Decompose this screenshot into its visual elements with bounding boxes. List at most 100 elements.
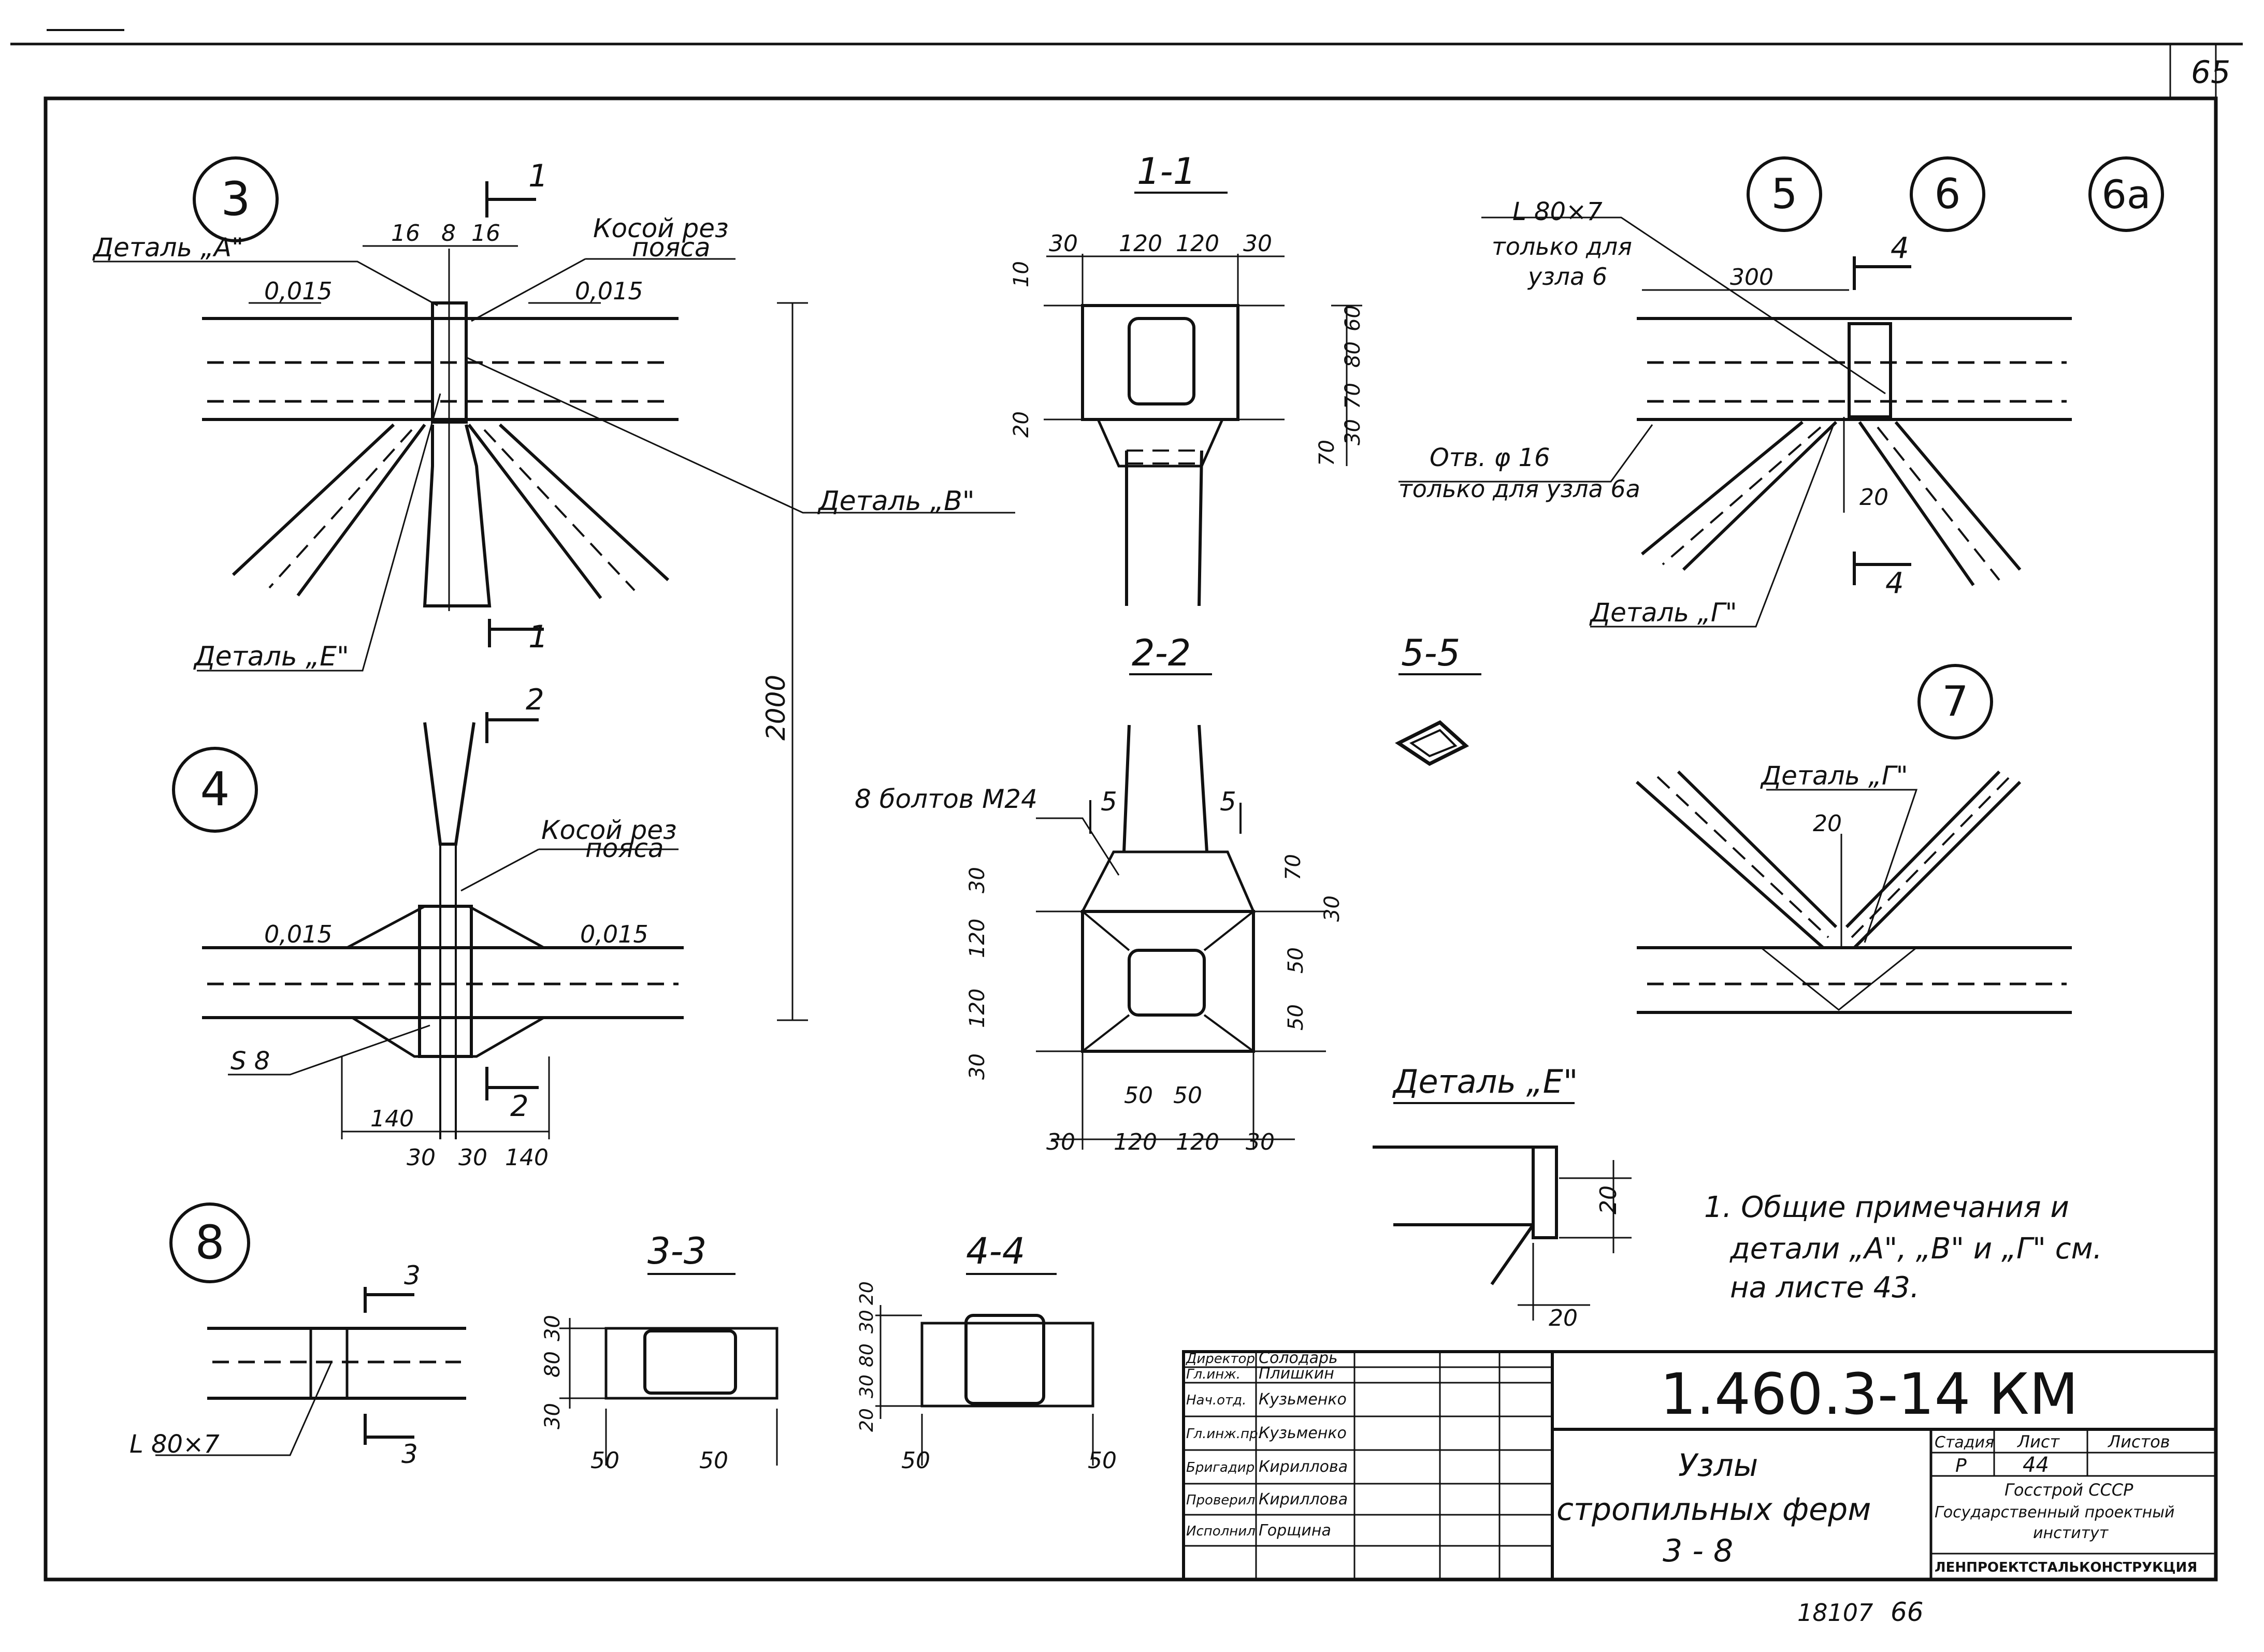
node3-dim-16a: 16	[391, 220, 420, 247]
title-block	[1182, 1350, 2217, 1581]
title-block-stadia: Р	[1955, 1455, 1967, 1476]
detail-e-title: Деталь „Е"	[1392, 1063, 1578, 1100]
section-5-5-drawing	[1395, 673, 1481, 766]
staff-role-7: Исполнил	[1186, 1524, 1256, 1539]
node3-slope-left: 0,015	[264, 277, 333, 305]
staff-role-2: Гл.инж.	[1186, 1367, 1241, 1382]
s44-dim-20b: 20	[856, 1408, 877, 1432]
staff-name-4: Кузьменко	[1259, 1424, 1347, 1442]
s22-dim-120c: 120	[1114, 1129, 1157, 1155]
node3-slope-right: 0,015	[575, 277, 643, 305]
node8-mark-3-top: 3	[404, 1260, 421, 1291]
title-block-list: 44	[2023, 1453, 2049, 1477]
node-3-number: 3	[221, 172, 250, 226]
s22-dim-30a: 30	[1320, 895, 1344, 922]
staff-name-2: Плишкин	[1259, 1365, 1334, 1383]
detail-e-dim-20a: 20	[1595, 1185, 1622, 1214]
node4-slope-right: 0,015	[580, 920, 648, 948]
detail-e-dim-20b: 20	[1549, 1305, 1578, 1331]
s11-dim-80: 80	[1341, 341, 1365, 368]
bottom-number-right: 66	[1891, 1597, 1924, 1627]
s11-dim-20: 20	[1010, 411, 1033, 438]
node-3-drawing: 3	[93, 156, 1015, 1021]
sheet-frame	[10, 29, 2243, 1582]
staff-role-1: Директор	[1186, 1351, 1255, 1367]
title-block-grid-rows	[1184, 1366, 1552, 1547]
title-block-org-2: Государственный проектный	[1935, 1503, 2174, 1521]
note-line-2: детали „А", „В" и „Г" см.	[1729, 1232, 2102, 1266]
s22-dim-120d: 120	[1176, 1129, 1219, 1155]
node5-dim-20: 20	[1859, 484, 1888, 511]
node5-mark-4-top: 4	[1891, 231, 1909, 265]
node3-label-detail-v: Деталь „В"	[817, 486, 975, 517]
s33-dim-30a: 30	[541, 1315, 565, 1341]
node4-dim-140b: 140	[505, 1144, 549, 1171]
section-5-5-title: 5-5	[1401, 632, 1460, 674]
s22-dim-50a: 50	[1284, 947, 1308, 974]
node3-mark-1-bottom: 1	[528, 619, 548, 655]
node7-dim-20: 20	[1813, 810, 1842, 837]
s11-dim-60: 60	[1341, 305, 1365, 331]
s22-dim-70: 70	[1281, 854, 1305, 880]
s44-dim-50a: 50	[901, 1447, 930, 1474]
title-block-listov-label: Листов	[2108, 1432, 2170, 1452]
s11-dim-30a: 30	[1049, 230, 1078, 257]
node3-label-kosoi-rez: Косой рез	[593, 213, 729, 243]
node-6-number: 6	[1935, 170, 1961, 218]
s22-dim-120a: 120	[965, 919, 989, 958]
staff-role-4: Гл.инж.пр.	[1186, 1426, 1262, 1442]
s22-dim-50c: 50	[1124, 1082, 1153, 1109]
node5-angle-label: L 80×7	[1512, 197, 1603, 226]
node-5-6-drawing	[1398, 156, 2164, 628]
s44-dim-30b: 30	[856, 1374, 877, 1398]
node8-mark-3-bottom: 3	[401, 1439, 418, 1469]
staff-name-7: Горщина	[1259, 1521, 1331, 1540]
staff-name-3: Кузьменко	[1259, 1390, 1347, 1409]
title-block-stadia-label: Стадия	[1935, 1433, 1994, 1452]
title-block-org-4: ЛЕНПРОЕКТСТАЛЬКОНСТРУКЦИЯ	[1935, 1560, 2197, 1575]
node4-dim-140a: 140	[370, 1106, 414, 1132]
node-7-drawing	[1636, 664, 2072, 1014]
s11-dim-30b: 30	[1243, 230, 1272, 257]
node-6a-number: 6а	[2102, 171, 2151, 218]
section-1-1-title: 1-1	[1137, 150, 1196, 193]
page-number: 65	[2191, 54, 2230, 91]
s33-dim-80: 80	[541, 1351, 565, 1378]
s22-dim-120b: 120	[965, 989, 989, 1028]
node5-mark-4-bottom: 4	[1885, 567, 1904, 600]
s44-dim-20a: 20	[856, 1281, 877, 1305]
section-1-1-drawing	[1044, 192, 1362, 606]
node3-label-poyasa: пояса	[632, 233, 711, 263]
notes: 1. Общие примечания и детали „А", „В" и …	[1704, 1191, 2102, 1305]
title-block-org-1: Госстрой СССР	[2005, 1480, 2133, 1500]
node-7-number: 7	[1942, 677, 1969, 726]
s33-dim-30b: 30	[541, 1403, 565, 1429]
note-line-1: 1. Общие примечания и	[1704, 1191, 2069, 1224]
node3-label-detail-e: Деталь „Е"	[193, 641, 349, 672]
node3-dim-16b: 16	[471, 220, 500, 247]
node5-otv-label: Отв. φ 16	[1430, 443, 1550, 472]
s33-dim-50b: 50	[699, 1447, 728, 1474]
s11-dim-120b: 120	[1176, 230, 1219, 257]
s22-dim-50b: 50	[1284, 1004, 1308, 1031]
s22-dim-50d: 50	[1173, 1082, 1202, 1109]
node3-dim-8: 8	[441, 220, 456, 247]
node-4-number: 4	[200, 762, 229, 817]
staff-role-5: Бригадир	[1186, 1460, 1254, 1475]
s22-mark-5-right: 5	[1220, 787, 1236, 817]
section-2-2-drawing	[1036, 673, 1326, 1150]
node4-dim-30a: 30	[407, 1144, 436, 1171]
node5-label-detail-g: Деталь „Г"	[1589, 598, 1737, 628]
section-4-4-drawing	[875, 1273, 1094, 1466]
node4-label-poyasa: пояса	[585, 833, 664, 863]
detail-e-drawing	[1373, 1102, 1632, 1321]
staff-name-5: Кириллова	[1259, 1458, 1348, 1476]
title-block-code: 1.460.3-14 КМ	[1660, 1361, 2079, 1427]
s44-dim-50b: 50	[1088, 1447, 1117, 1474]
s11-dim-70a: 70	[1341, 383, 1365, 409]
node5-otv-note: только для узла 6а	[1398, 475, 1640, 503]
staff-name-1: Солодарь	[1259, 1349, 1338, 1367]
node4-label-s8: S 8	[230, 1047, 270, 1076]
node4-slope-left: 0,015	[264, 920, 333, 948]
